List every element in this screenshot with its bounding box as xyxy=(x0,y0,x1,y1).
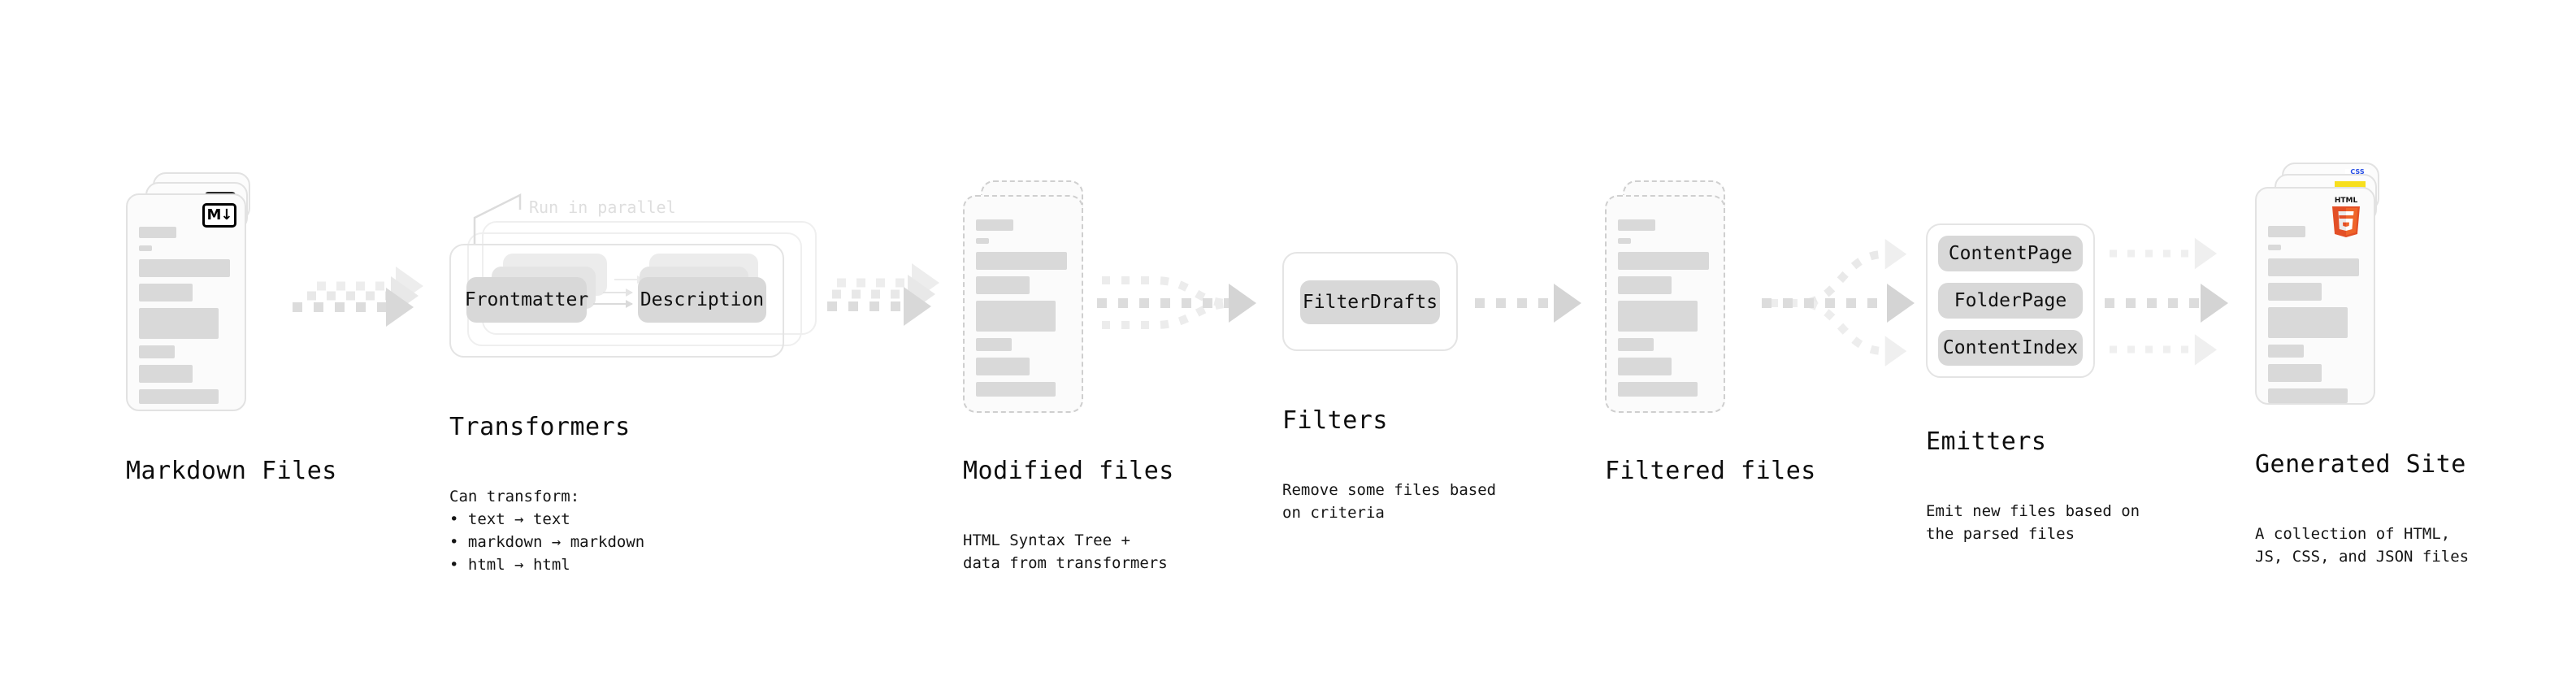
skeleton-subtitle xyxy=(2268,245,2281,250)
stage-title: Emitters xyxy=(1926,427,2047,456)
pill-label: Frontmatter xyxy=(464,289,589,310)
connector-emitters-to-site xyxy=(2105,237,2228,366)
connector-modified-to-filters xyxy=(1097,276,1256,329)
skeleton-line xyxy=(1618,382,1698,397)
transformer-inner-arrow-mid xyxy=(603,288,633,297)
skeleton-line xyxy=(1618,301,1698,332)
pill-label: ContentIndex xyxy=(1942,337,2079,358)
stage-subtitle: Can transform: • text → text • markdown … xyxy=(449,488,645,575)
skeleton-line xyxy=(976,276,1030,294)
stage-title: Filters xyxy=(1282,406,1388,435)
skeleton-line xyxy=(139,365,193,383)
stage-title: Generated Site xyxy=(2255,450,2466,479)
emitters-pill-contentindex[interactable]: ContentIndex xyxy=(1938,330,2083,366)
connector-filters-to-filtered xyxy=(1475,284,1581,323)
stage-title: Markdown Files xyxy=(126,457,337,485)
skeleton-line xyxy=(2268,307,2348,338)
transformer-pill-frontmatter[interactable]: Frontmatter xyxy=(464,277,589,323)
transformer-inner-arrow-front xyxy=(593,300,633,308)
filters-pill-filterdrafts[interactable]: FilterDrafts xyxy=(1300,280,1440,324)
skeleton-line xyxy=(976,252,1067,270)
skeleton-line xyxy=(1618,358,1672,375)
filters-group[interactable] xyxy=(1282,252,1458,351)
html5-badge: HTML xyxy=(2327,193,2366,241)
skeleton-line xyxy=(2268,258,2359,276)
stage-subtitle: HTML Syntax Tree + data from transformer… xyxy=(963,531,1168,573)
pill-label: ContentPage xyxy=(1948,243,2073,264)
caption-emitters: Emitters Emit new files based on the par… xyxy=(1926,397,2202,576)
stage-title: Transformers xyxy=(449,413,631,441)
skeleton-subtitle xyxy=(976,238,989,244)
stage-subtitle: Emit new files based on the parsed files xyxy=(1926,502,2140,544)
pill-label: Description xyxy=(640,289,765,310)
skeleton-line xyxy=(139,389,219,404)
caption-markdown-files: Markdown Files xyxy=(126,426,394,516)
skeleton-line xyxy=(1618,338,1654,351)
skeleton-line xyxy=(2268,283,2322,301)
caption-filtered-files: Filtered files xyxy=(1605,426,1881,516)
skeleton-line xyxy=(139,345,175,358)
transformer-group-front[interactable] xyxy=(449,244,784,358)
skeleton-subtitle xyxy=(1618,238,1631,244)
markdown-badge: M↓ xyxy=(202,203,236,228)
caption-modified-files: Modified files HTML Syntax Tree + data f… xyxy=(963,426,1239,605)
skeleton-line xyxy=(976,358,1030,375)
pill-label: FilterDrafts xyxy=(1302,292,1438,313)
markdown-card-front[interactable]: M↓ xyxy=(126,193,246,411)
connector-md-to-transformers xyxy=(293,267,423,327)
skeleton-line xyxy=(139,284,193,301)
filtered-card-front[interactable] xyxy=(1605,195,1725,413)
caption-generated-site: Generated Site A collection of HTML, JS,… xyxy=(2255,419,2531,599)
caption-transformers: Transformers Can transform: • text → tex… xyxy=(449,382,742,607)
skeleton-title xyxy=(976,219,1013,231)
generated-card-front[interactable]: HTML xyxy=(2255,187,2375,405)
skeleton-title xyxy=(139,227,176,238)
connector-filtered-to-emitters xyxy=(1762,239,1915,367)
skeleton-line xyxy=(2268,364,2322,382)
caption-filters: Filters Remove some files based on crite… xyxy=(1282,375,1559,555)
stage-subtitle: A collection of HTML, JS, CSS, and JSON … xyxy=(2255,525,2470,566)
html5-icon: HTML xyxy=(2332,197,2360,237)
stage-title: Modified files xyxy=(963,457,1174,485)
emitters-pill-folderpage[interactable]: FolderPage xyxy=(1938,283,2083,319)
skeleton-line xyxy=(1618,276,1672,294)
skeleton-line xyxy=(2268,345,2304,358)
skeleton-line xyxy=(976,382,1056,397)
skeleton-line xyxy=(2268,388,2348,403)
skeleton-title xyxy=(1618,219,1655,231)
run-in-parallel-label: Run in parallel xyxy=(529,197,676,217)
svg-text:HTML: HTML xyxy=(2335,197,2358,205)
stage-title: Filtered files xyxy=(1605,457,1816,485)
skeleton-line xyxy=(976,301,1056,332)
transformer-pill-description[interactable]: Description xyxy=(638,277,766,323)
skeleton-line xyxy=(976,338,1012,351)
modified-card-front[interactable] xyxy=(963,195,1083,413)
skeleton-line xyxy=(139,308,219,339)
emitters-pill-contentpage[interactable]: ContentPage xyxy=(1938,236,2083,271)
css-badge-label: CSS xyxy=(2350,168,2365,176)
pill-label: FolderPage xyxy=(1954,290,2067,311)
connector-transformers-to-modified xyxy=(827,263,939,326)
skeleton-line xyxy=(139,259,230,277)
skeleton-title xyxy=(2268,226,2305,237)
emitters-group[interactable] xyxy=(1926,223,2095,378)
skeleton-line xyxy=(1618,252,1709,270)
stage-subtitle: Remove some files based on criteria xyxy=(1282,481,1497,523)
skeleton-subtitle xyxy=(139,245,152,251)
